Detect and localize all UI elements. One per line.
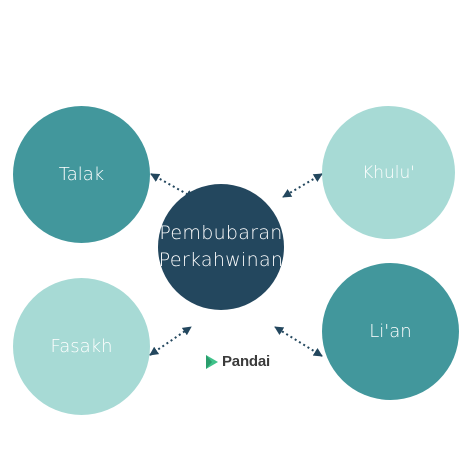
center-node-line-1: Pembubaran xyxy=(159,222,283,244)
center-node-pembubaran-perkahwinan: Pembubaran Perkahwinan xyxy=(158,184,284,310)
node-khulu: Khulu' xyxy=(322,106,455,239)
center-node-line-2: Perkahwinan xyxy=(158,249,284,271)
node-talak-label: Talak xyxy=(58,164,105,185)
connector-khulu xyxy=(282,173,323,198)
node-fasakh: Fasakh xyxy=(13,278,150,415)
connector-fasakh xyxy=(149,326,192,356)
node-lian-label: Li'an xyxy=(369,321,412,342)
node-talak: Talak xyxy=(13,106,150,243)
node-fasakh-label: Fasakh xyxy=(50,336,113,357)
node-khulu-label: Khulu' xyxy=(362,162,415,183)
pandai-logo: Pandai xyxy=(205,353,270,370)
node-lian: Li'an xyxy=(322,263,459,400)
pandai-logo-icon xyxy=(206,354,218,369)
pandai-logo-text: Pandai xyxy=(222,353,270,370)
connector-lian xyxy=(274,326,323,357)
